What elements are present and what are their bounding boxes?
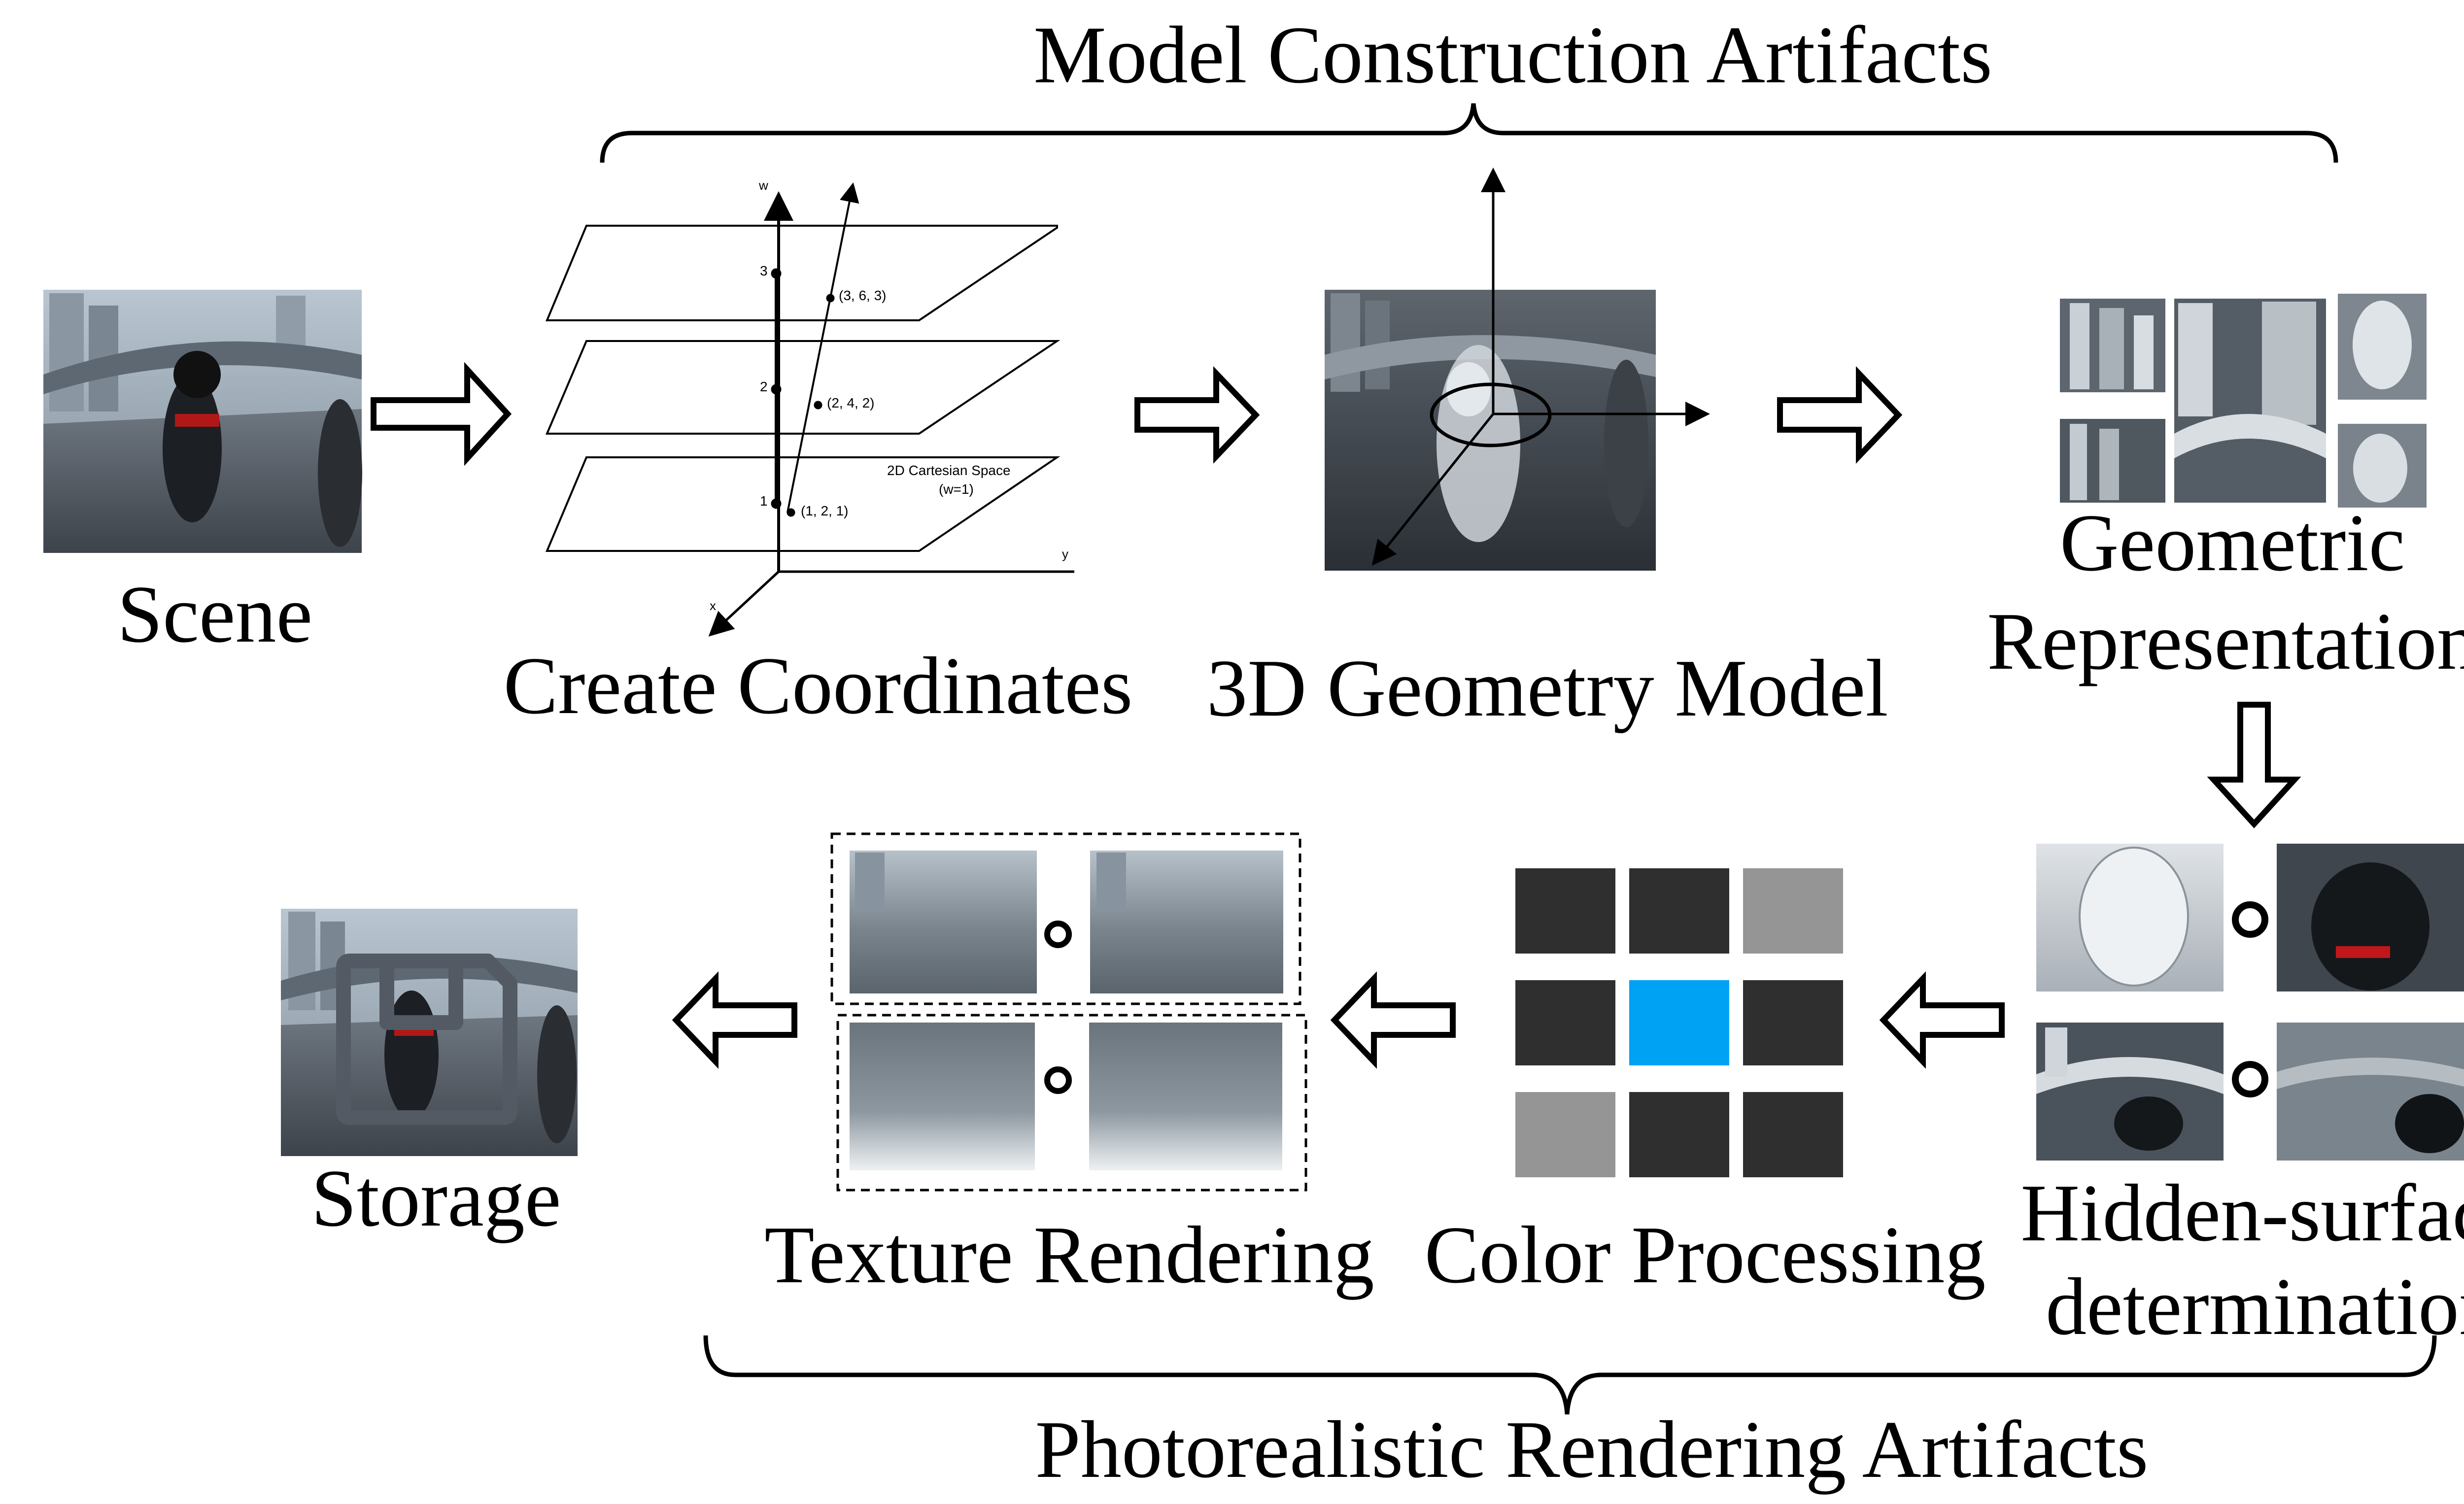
label-hidden-surface-line2: determination [2046, 1261, 2464, 1352]
coord-w-axis-label: w [759, 178, 768, 193]
color-cell-dark [1629, 868, 1729, 954]
geometry-to-representation-arrow [1777, 366, 1903, 464]
representation-to-hidden-arrow [2207, 702, 2301, 828]
coord-level-3: 3 [760, 263, 768, 278]
label-hidden-surface-line1: Hidden-surface [2020, 1167, 2464, 1258]
hidden-surface-swap-icons [2232, 901, 2268, 1097]
color-cell-dark [1743, 1092, 1843, 1177]
color-cell-light [1515, 1092, 1615, 1177]
coord-point-3: (3, 6, 3) [839, 288, 887, 303]
geometry-axes [1371, 168, 1710, 566]
coord-point-1: (1, 2, 1) [801, 503, 849, 518]
bottom-brace [703, 1335, 2437, 1415]
hidden-surface-tiles [2036, 844, 2464, 1161]
label-3d-geometry-model: 3D Geometry Model [1206, 643, 1888, 733]
label-create-coordinates: Create Coordinates [503, 640, 1133, 731]
texture-rendering-panels [830, 832, 1307, 1192]
coord-x-axis-label: x [710, 598, 716, 613]
scene-image [43, 290, 362, 553]
label-texture-rendering: Texture Rendering [764, 1209, 1374, 1300]
coord-plane-label-1: 2D Cartesian Space [887, 463, 1011, 478]
save-icon [336, 954, 517, 1125]
label-scene: Scene [117, 569, 313, 659]
heading-photorealistic-rendering: Photorealistic Rendering Artifacts [1035, 1404, 2149, 1495]
color-cell-dark [1515, 980, 1615, 1065]
coord-level-2: 2 [760, 379, 768, 394]
coord-plane-label-2: (w=1) [939, 481, 974, 497]
color-cell-dark [1515, 868, 1615, 954]
coord-y-axis-label: y [1062, 547, 1068, 561]
label-storage: Storage [311, 1153, 561, 1243]
label-geometric-representation-line1: Geometric [2059, 497, 2405, 588]
coordinates-to-geometry-arrow [1134, 366, 1260, 464]
color-cell-light [1743, 868, 1843, 954]
top-brace [600, 103, 2338, 163]
texture-to-storage-arrow [672, 971, 797, 1069]
color-processing-grid [1515, 868, 1843, 1177]
scene-to-coordinates-arrow [371, 362, 512, 466]
coordinate-diagram [545, 182, 1074, 637]
color-cell-accent [1629, 980, 1729, 1065]
texture-swap-icons [1044, 921, 1072, 1094]
label-geometric-representation-line2: Representation [1987, 596, 2464, 686]
coord-level-1: 1 [760, 493, 768, 509]
coord-point-2: (2, 4, 2) [827, 395, 875, 410]
color-cell-dark [1629, 1092, 1729, 1177]
label-color-processing: Color Processing [1424, 1209, 1986, 1300]
geometry-model-image [1325, 290, 1656, 571]
color-to-texture-arrow [1330, 971, 1456, 1069]
geometric-representation-tiles [2060, 294, 2427, 508]
color-cell-dark [1743, 980, 1843, 1065]
hidden-to-color-arrow [1879, 971, 2005, 1069]
heading-model-construction: Model Construction Artifacts [1033, 9, 1992, 100]
